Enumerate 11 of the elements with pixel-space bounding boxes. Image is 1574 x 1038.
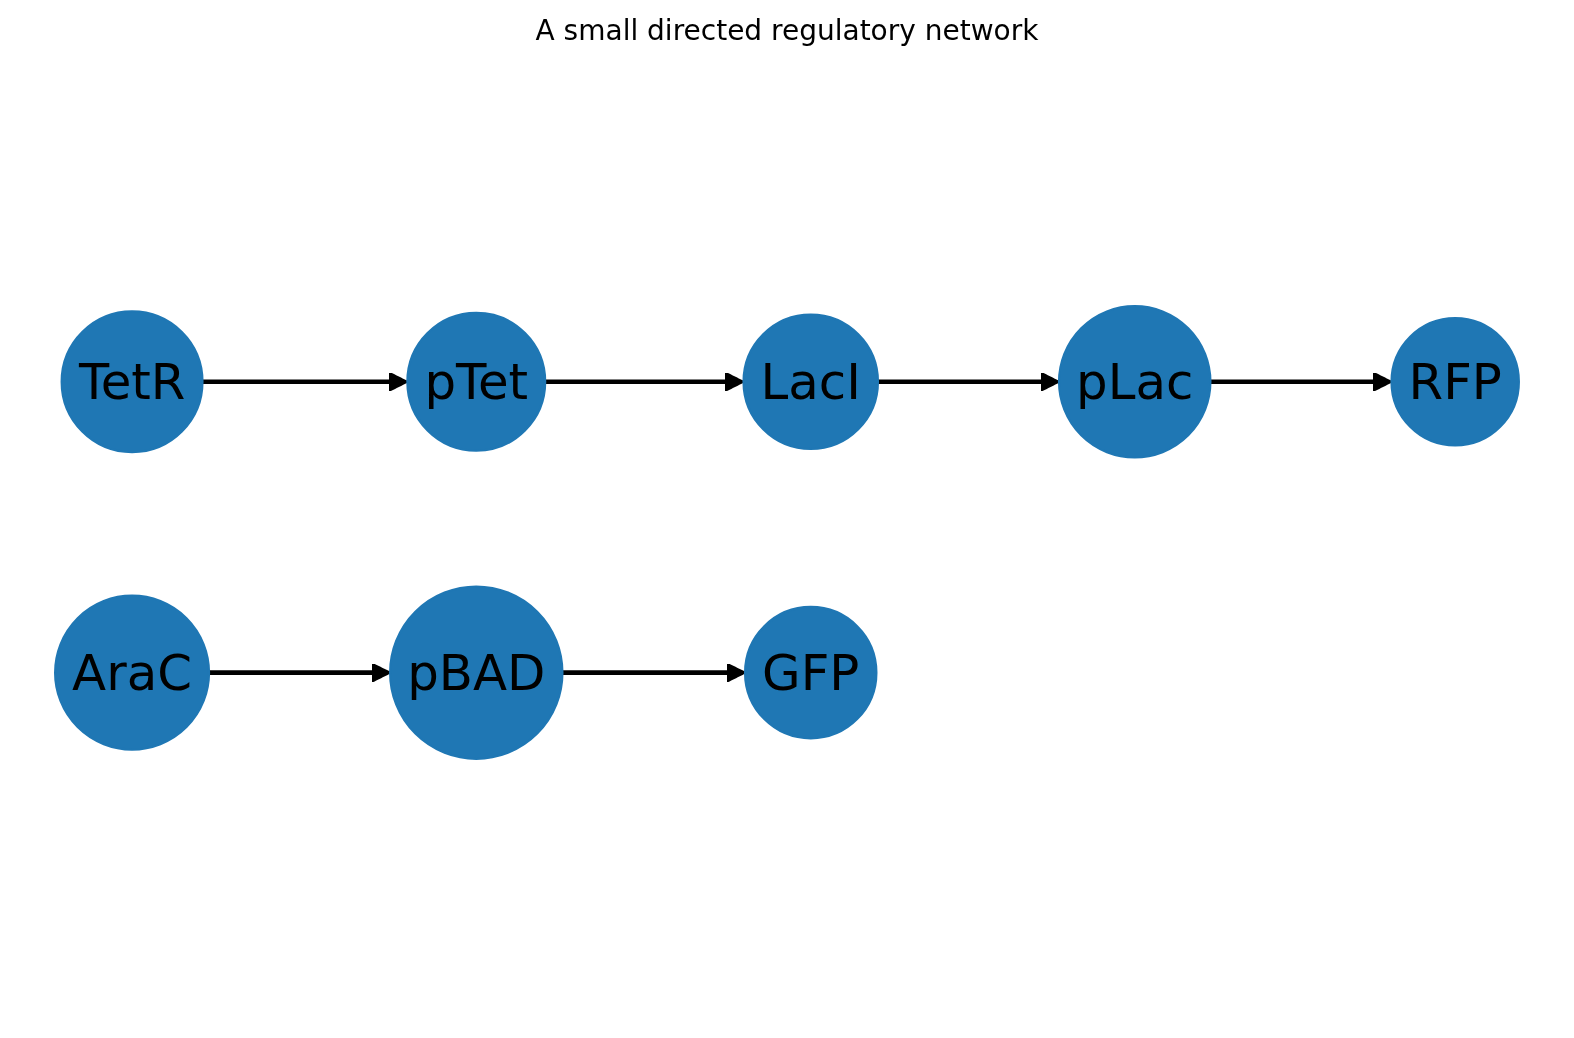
node-circle: LacI <box>742 313 880 450</box>
node-circle: TetR <box>60 309 204 453</box>
node-circle: pBAD <box>389 584 564 760</box>
diagram-title: A small directed regulatory network <box>534 14 1040 47</box>
node-circle: RFP <box>1390 316 1520 447</box>
node-circle: pTet <box>406 311 547 452</box>
node-circle: AraC <box>54 594 211 751</box>
arrow <box>877 371 1060 392</box>
node-circle: GFP <box>743 605 878 739</box>
arrow <box>562 662 746 683</box>
node-circle: pLac <box>1057 304 1212 459</box>
